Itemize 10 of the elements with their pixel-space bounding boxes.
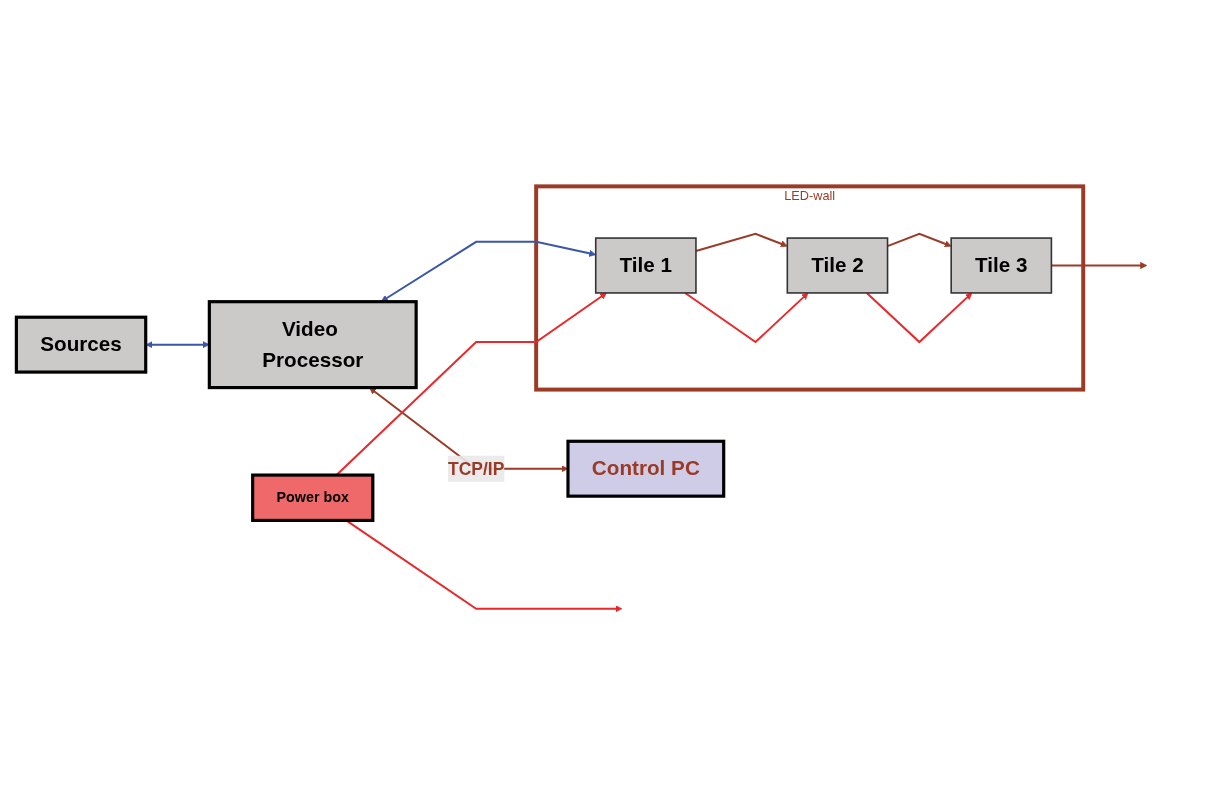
node-box: Power box <box>251 473 375 522</box>
edge-label: TCP/IP <box>447 458 505 479</box>
node-box: Control PC <box>566 439 726 498</box>
node-box: Tile 3 <box>950 237 1053 294</box>
arrow <box>684 291 809 344</box>
node-box: Video Processor <box>207 300 418 390</box>
arrow <box>865 291 973 344</box>
node-box: Tile 2 <box>786 237 889 294</box>
node-box: Tile 1 <box>594 237 697 294</box>
node-box: Sources <box>14 315 148 374</box>
